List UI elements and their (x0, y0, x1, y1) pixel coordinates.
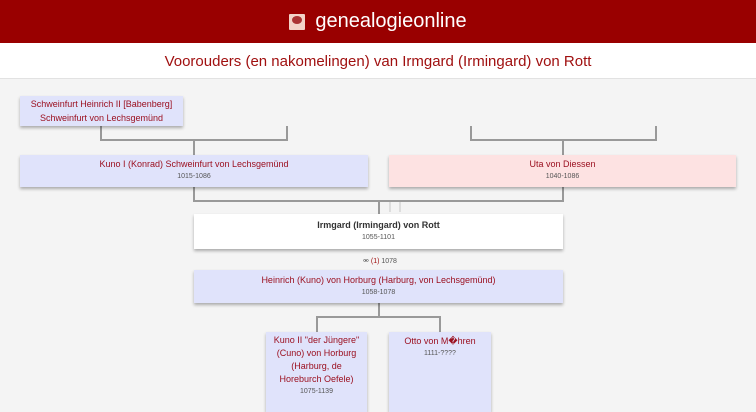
connector (470, 126, 472, 141)
person-name[interactable]: Uta von Diessen (529, 159, 596, 169)
person-card-father[interactable]: Kuno I (Konrad) Schweinfurt von Lechsgem… (20, 155, 368, 187)
connector (655, 126, 657, 141)
person-card-mother[interactable]: Uta von Diessen 1040-1086 (389, 155, 736, 187)
marriage-info: ⚮ (1) 1078 (330, 257, 430, 265)
connector (193, 140, 195, 155)
person-years: 1111-???? (424, 350, 456, 357)
connector (562, 187, 564, 202)
marriage-icon: ⚮ (363, 258, 369, 265)
page-title: Voorouders (en nakomelingen) van Irmgard… (0, 43, 756, 79)
person-card-subject[interactable]: Irmgard (Irmingard) von Rott 1055-1101 (194, 214, 563, 249)
connector (100, 126, 102, 141)
person-card-spouse[interactable]: Heinrich (Kuno) von Horburg (Harburg, vo… (194, 270, 563, 303)
connector (562, 140, 564, 155)
marriage-number[interactable]: (1) (370, 258, 380, 265)
person-card-grandfather[interactable]: Schweinfurt Heinrich II [Babenberg] Schw… (20, 96, 183, 126)
tree-logo-icon[interactable] (289, 13, 306, 30)
connector (193, 187, 195, 202)
person-name[interactable]: Kuno II "der Jüngere" (Cuno) von Horburg… (273, 335, 360, 384)
person-years: 1058-1078 (361, 289, 396, 296)
site-header: genealogieonline (0, 0, 756, 43)
person-name[interactable]: Kuno I (Konrad) Schweinfurt von Lechsgem… (99, 159, 289, 169)
connector (316, 317, 318, 332)
marriage-year: 1078 (381, 258, 397, 265)
person-name[interactable]: Schweinfurt von Lechsgemünd (39, 113, 164, 123)
connector (378, 303, 380, 317)
person-name[interactable]: Otto von M�hren (404, 336, 476, 346)
person-years: 1055-1101 (362, 234, 395, 241)
brand-name[interactable]: genealogieonline (315, 10, 467, 32)
connector (399, 202, 401, 212)
person-card-child[interactable]: Kuno II "der Jüngere" (Cuno) von Horburg… (266, 332, 367, 412)
person-years: 1075-1139 (300, 388, 333, 395)
person-years: 1015-1086 (177, 173, 211, 180)
connector (439, 317, 441, 332)
connector (378, 201, 380, 214)
connector (316, 316, 441, 318)
person-name[interactable]: Irmgard (Irmingard) von Rott (317, 220, 440, 230)
connector (389, 202, 391, 212)
person-name[interactable]: Heinrich (Kuno) von Horburg (Harburg, vo… (261, 275, 496, 285)
person-years: 1040-1086 (545, 173, 580, 180)
person-card-child[interactable]: Otto von M�hren 1111-???? (389, 332, 491, 412)
connector (286, 126, 288, 141)
person-name[interactable]: Schweinfurt Heinrich II [Babenberg] (30, 99, 173, 109)
